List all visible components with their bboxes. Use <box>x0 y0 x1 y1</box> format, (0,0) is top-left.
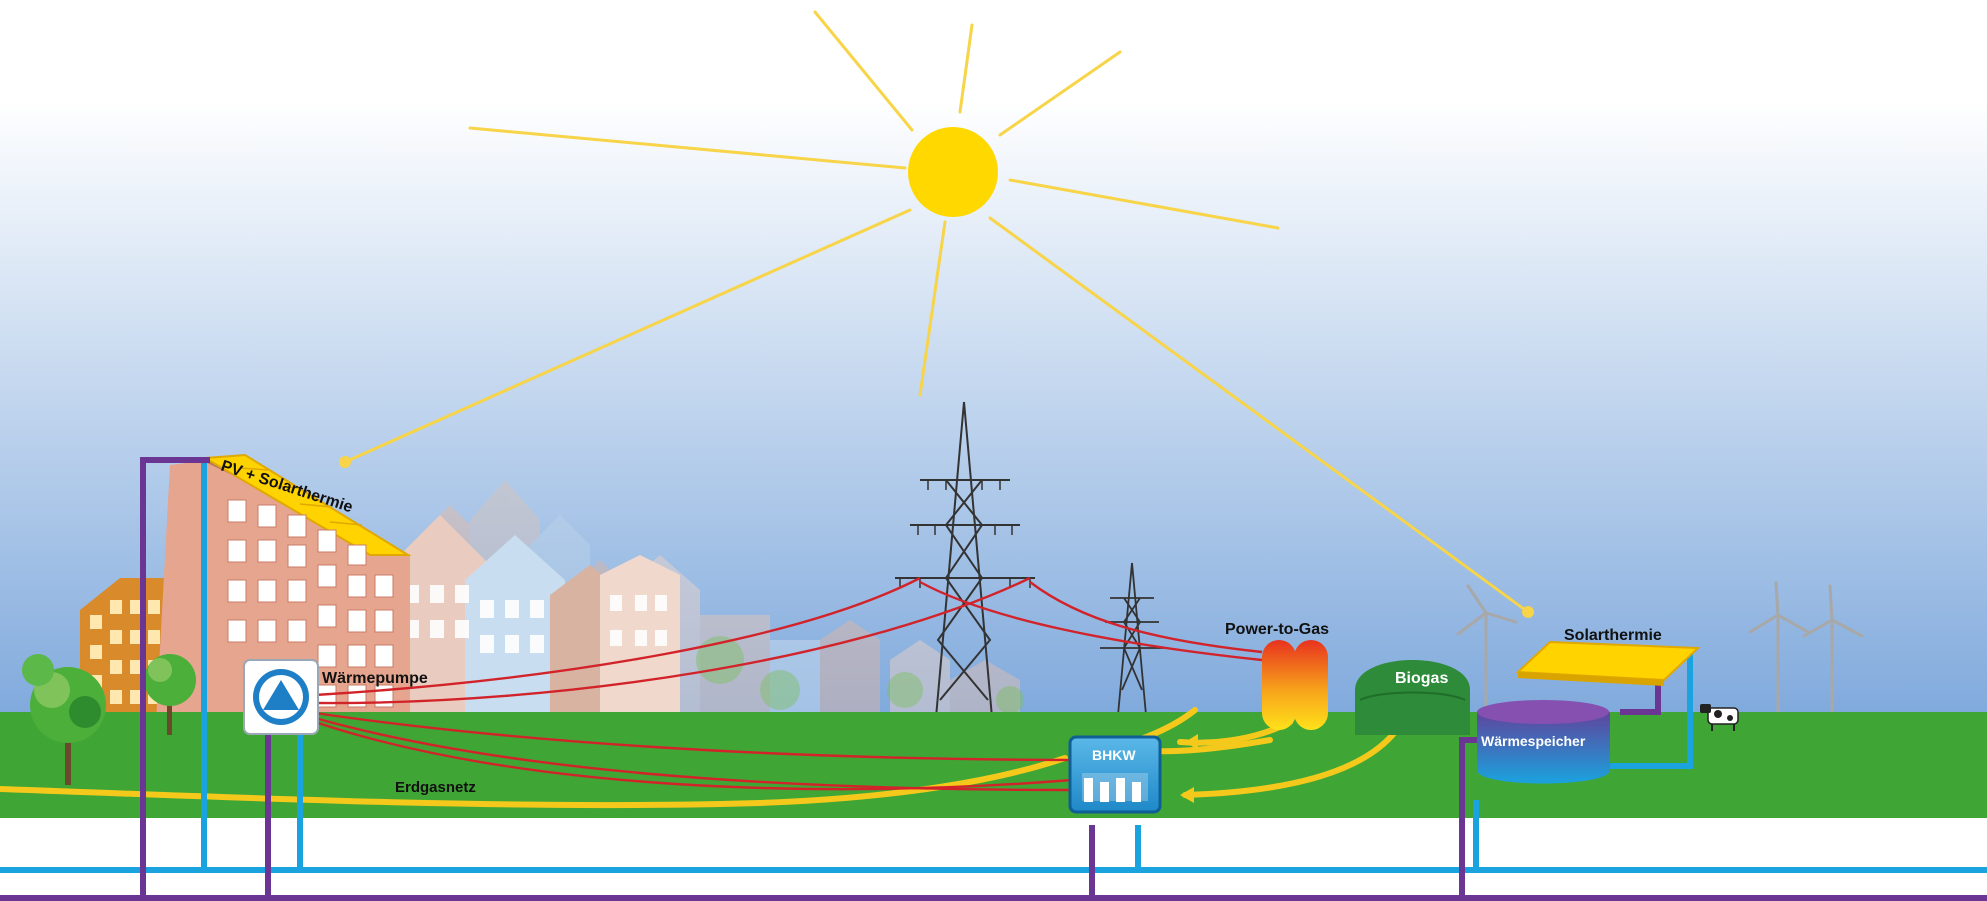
gas-flows <box>0 707 1398 809</box>
wind-turbine <box>1802 584 1864 715</box>
cow <box>1700 704 1739 731</box>
wind-turbine <box>1748 581 1810 717</box>
solarthermie-collector <box>1515 640 1701 686</box>
mid-buildings <box>390 515 680 735</box>
label-solarthermie: Solarthermie <box>1564 627 1662 644</box>
sun-ray-arrow-solarthermie <box>1522 606 1534 618</box>
power-lines <box>314 576 1263 792</box>
sun-ray-arrow-pv <box>339 456 351 468</box>
sun <box>339 10 1534 618</box>
heat-pump-icon <box>263 680 299 710</box>
power-to-gas-unit <box>1262 640 1328 730</box>
trees-background <box>696 636 1024 714</box>
biogas-tank <box>1355 660 1470 735</box>
label-waermespeicher: Wärmespeicher <box>1481 733 1586 749</box>
erdgasnetz-line <box>0 755 1068 809</box>
bhkw-unit <box>1068 735 1162 814</box>
label-power-to-gas: Power-to-Gas <box>1225 621 1329 638</box>
label-biogas: Biogas <box>1395 670 1448 687</box>
power-pylon-small <box>1100 562 1164 716</box>
label-waermepumpe: Wärmepumpe <box>322 670 428 687</box>
trees <box>22 654 196 785</box>
underground <box>0 818 1987 901</box>
label-bhkw: BHKW <box>1092 747 1136 763</box>
label-erdgasnetz: Erdgasnetz <box>395 779 476 796</box>
waermespeicher-tank <box>1477 700 1610 784</box>
waermepumpe-unit <box>243 659 319 735</box>
